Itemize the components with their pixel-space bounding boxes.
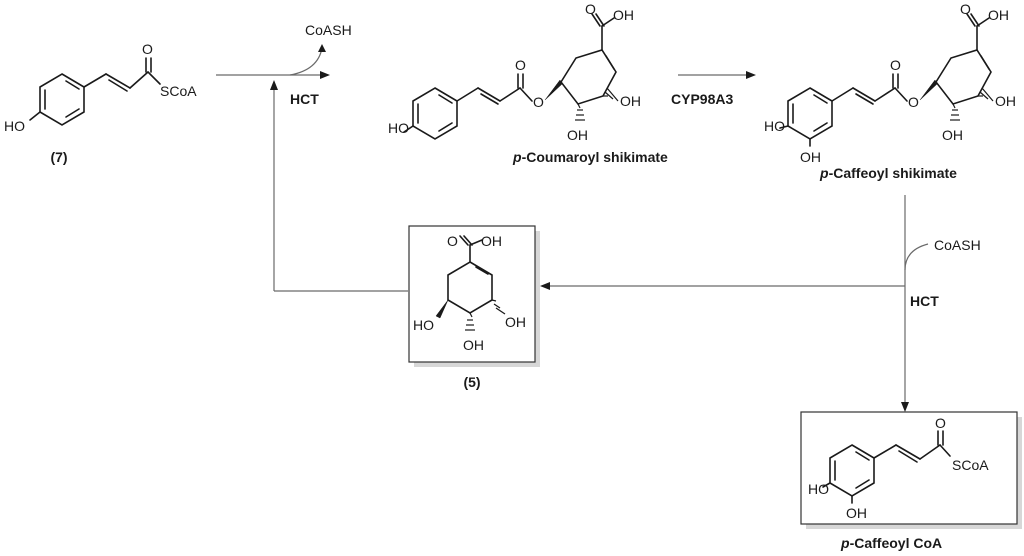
molecule-caffeoyl-coa: HO OH O SCoA p-Caffeoyl CoA xyxy=(800,411,1022,551)
compound-box xyxy=(800,411,1018,525)
molecule-caffeoyl-shikimate: HO OH O O O OH OH OH p-Caffeoyl shikimat… xyxy=(764,1,1016,181)
benzene-ring xyxy=(39,73,85,126)
enzyme-label-hct: HCT xyxy=(910,293,939,309)
reaction-arrow-hct-1: CoASH HCT xyxy=(216,22,352,107)
reaction-arrow-cyp98a3: CYP98A3 xyxy=(671,71,756,107)
compound-name: p-Caffeoyl shikimate xyxy=(819,165,957,181)
scoa-label: SCoA xyxy=(160,83,197,99)
compound-box xyxy=(408,225,536,363)
hydroxyl-label-b: OH xyxy=(995,93,1016,109)
recycle-arrow xyxy=(270,80,408,292)
molecule-coumaroyl-shikimate: HO O O O OH OH OH p-Coumaroyl shikimate xyxy=(388,1,668,165)
compound-name: p-Caffeoyl CoA xyxy=(840,535,942,551)
byproduct-coash: CoASH xyxy=(305,22,352,38)
reaction-arrow-hct-2: CoASH HCT xyxy=(540,195,981,412)
ester-carbonyl-oxygen: O xyxy=(890,57,901,73)
enzyme-label-hct: HCT xyxy=(290,91,319,107)
carboxyl-oh: OH xyxy=(613,7,634,23)
hydroxyl-label-a: OH xyxy=(942,127,963,143)
carboxyl-oxygen: O xyxy=(585,1,596,17)
ho-label: HO xyxy=(388,120,409,136)
scoa-label: SCoA xyxy=(952,457,989,473)
ester-oxygen: O xyxy=(908,94,919,110)
hydroxyl-label-b: OH xyxy=(620,93,641,109)
molecule-coumaroyl-coa: O SCoA HO (7) xyxy=(4,41,197,165)
molecule-shikimate: O OH HO OH OH (5) xyxy=(408,225,540,390)
ho-label: HO xyxy=(4,118,25,134)
ring-oh-label: OH xyxy=(800,149,821,165)
carboxyl-oh: OH xyxy=(481,233,502,249)
hydroxyl-label-a: OH xyxy=(567,127,588,143)
hydroxyl-label-b: OH xyxy=(505,314,526,330)
carboxyl-oxygen: O xyxy=(447,233,458,249)
ho-label: HO xyxy=(413,317,434,333)
ester-carbonyl-oxygen: O xyxy=(515,57,526,73)
compound-label: (7) xyxy=(50,149,67,165)
ho-label: HO xyxy=(764,118,785,134)
carboxyl-oh: OH xyxy=(988,7,1009,23)
carbonyl-oxygen: O xyxy=(935,415,946,431)
compound-name-prefix: p xyxy=(512,149,522,165)
compound-name-prefix: p xyxy=(840,535,850,551)
compound-name: p-Coumaroyl shikimate xyxy=(512,149,668,165)
ho-label: HO xyxy=(808,481,829,497)
compound-name-prefix: p xyxy=(819,165,829,181)
enzyme-label-cyp98a3: CYP98A3 xyxy=(671,91,733,107)
carbonyl-oxygen: O xyxy=(142,41,153,57)
compound-name-rest: -Coumaroyl shikimate xyxy=(522,149,668,165)
ring-oh-label: OH xyxy=(846,505,867,521)
compound-name-rest: -Caffeoyl shikimate xyxy=(829,165,958,181)
ester-oxygen: O xyxy=(533,94,544,110)
hydroxyl-label-a: OH xyxy=(463,337,484,353)
byproduct-coash: CoASH xyxy=(934,237,981,253)
compound-label: (5) xyxy=(463,374,480,390)
carboxyl-oxygen: O xyxy=(960,1,971,17)
compound-name-rest: -Caffeoyl CoA xyxy=(850,535,943,551)
